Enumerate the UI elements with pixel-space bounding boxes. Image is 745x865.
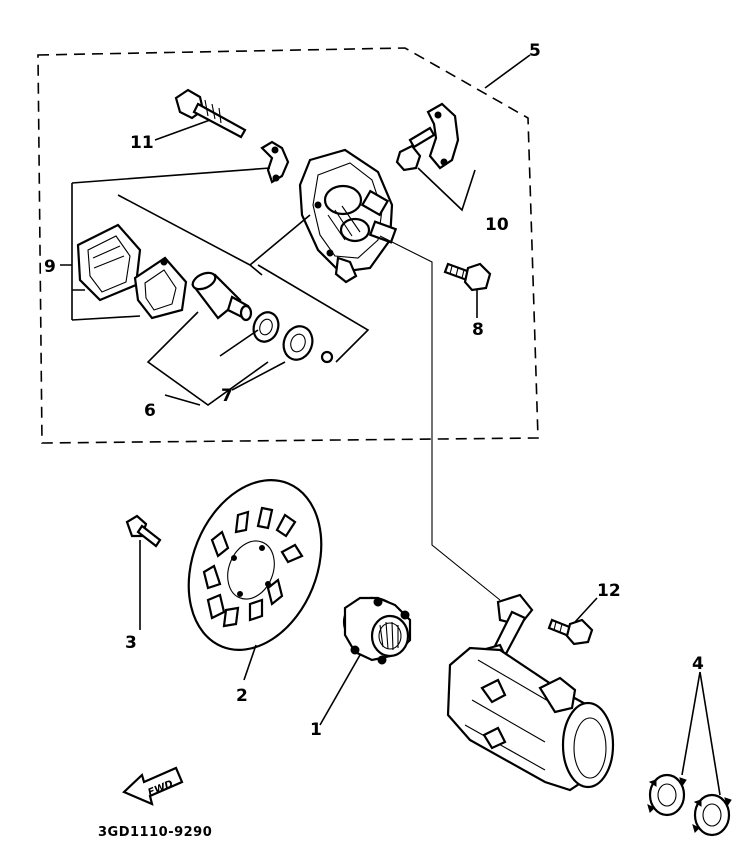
forward-direction-arrow: FWD — [122, 766, 184, 806]
wheel-hub — [342, 596, 412, 665]
callout-1: 1 — [310, 720, 322, 740]
brake-pad-outer — [133, 256, 188, 320]
bracket-bolt — [395, 126, 436, 172]
pad-pin-clip — [260, 140, 290, 184]
callout-12: 12 — [597, 581, 621, 601]
callout-7: 7 — [221, 386, 233, 406]
caliper-pin-bolt — [174, 88, 247, 139]
disc-bolt — [125, 514, 162, 548]
o-ring — [320, 350, 334, 364]
brake-disc — [187, 479, 323, 651]
axle-lock-nut-inner — [647, 773, 687, 817]
drawing-code: 3GD1110-9290 — [98, 825, 212, 840]
callout-10: 10 — [485, 215, 509, 235]
bracket-mount-bolt — [547, 618, 594, 646]
caliper-bracket-clip — [426, 102, 460, 170]
callout-2: 2 — [236, 686, 248, 706]
brake-caliper-body — [298, 148, 398, 284]
callout-8: 8 — [472, 320, 484, 340]
callout-5: 5 — [529, 41, 541, 61]
piston-seal — [252, 311, 280, 343]
callout-3: 3 — [125, 633, 137, 653]
axle-housing — [446, 646, 615, 792]
caliper-piston — [191, 271, 253, 322]
callout-9: 9 — [44, 257, 56, 277]
callout-4: 4 — [692, 654, 704, 674]
brake-pad-inner — [76, 223, 142, 302]
dust-seal — [282, 325, 314, 361]
axle-lock-nut-outer — [692, 793, 732, 837]
caliper-assembly-boundary — [37, 47, 539, 444]
caliper-mount-bolt — [443, 262, 492, 292]
callout-6: 6 — [144, 401, 156, 421]
callout-11: 11 — [130, 133, 154, 153]
